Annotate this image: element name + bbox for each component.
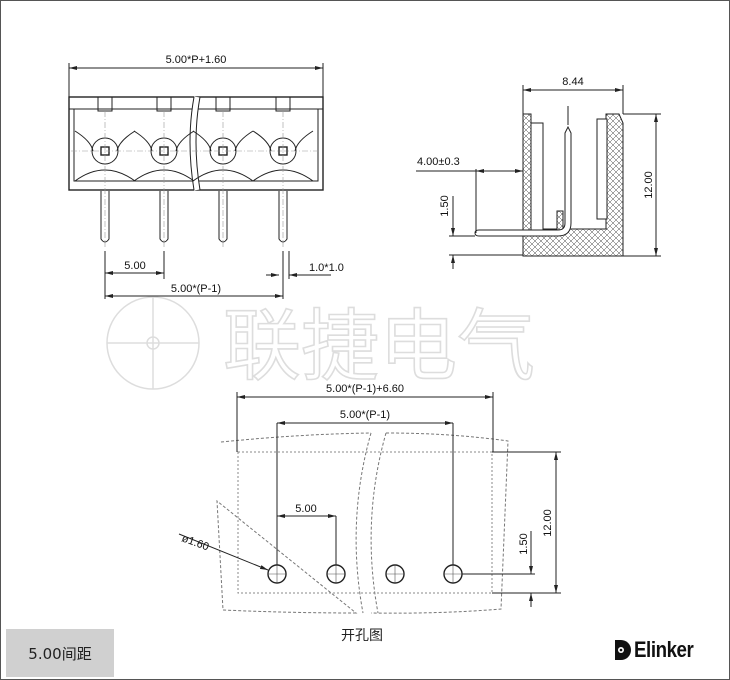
pin xyxy=(278,191,288,243)
hole-height-dim: 12.00 xyxy=(542,509,554,537)
width-dim: 8.44 xyxy=(562,76,583,88)
hole-pattern-view: 5.00*(P-1)+6.60 5.00*(P-1) 5.00 ø1.60 12… xyxy=(178,383,561,614)
height-dim: 12.00 xyxy=(643,171,655,199)
logo-icon xyxy=(615,640,631,660)
span-dim: 5.00*(P-1) xyxy=(171,283,221,295)
logo-text: Elinker xyxy=(634,637,694,662)
elinker-logo: Elinker xyxy=(613,637,704,663)
hole-crosshair xyxy=(327,565,345,583)
spacing-label: 5.00间距 xyxy=(6,629,114,677)
front-view: 5.00*P+1.60 5.00 5.00*(P-1) 1.0*1.0 xyxy=(68,54,344,299)
pin-size-dim: 1.0*1.0 xyxy=(309,262,344,274)
pin xyxy=(159,191,169,243)
hole-pitch-dim: 5.00 xyxy=(295,503,316,515)
hole-crosshair xyxy=(444,565,462,583)
hole-pattern-caption: 开孔图 xyxy=(341,628,383,644)
side-view: 8.44 12.00 4.00±0.3 1.50 xyxy=(416,76,661,269)
hole-diameter-dim: ø1.60 xyxy=(180,533,211,554)
row-offset-dim: 1.50 xyxy=(518,533,530,554)
offset-dim: 4.00±0.3 xyxy=(417,156,460,168)
hole-crosshair xyxy=(268,565,286,583)
pin xyxy=(218,191,228,243)
hole-span-dim: 5.00*(P-1) xyxy=(340,409,390,421)
watermark: 联捷电气 xyxy=(106,296,536,393)
hole-crosshair xyxy=(386,565,404,583)
pin-height-dim: 1.50 xyxy=(439,195,451,216)
overall-length-dim: 5.00*P+1.60 xyxy=(166,54,227,66)
watermark-text: 联捷电气 xyxy=(223,302,535,392)
overall-hole-dim: 5.00*(P-1)+6.60 xyxy=(326,383,404,395)
pin xyxy=(100,191,110,243)
pitch-dim: 5.00 xyxy=(124,260,145,272)
